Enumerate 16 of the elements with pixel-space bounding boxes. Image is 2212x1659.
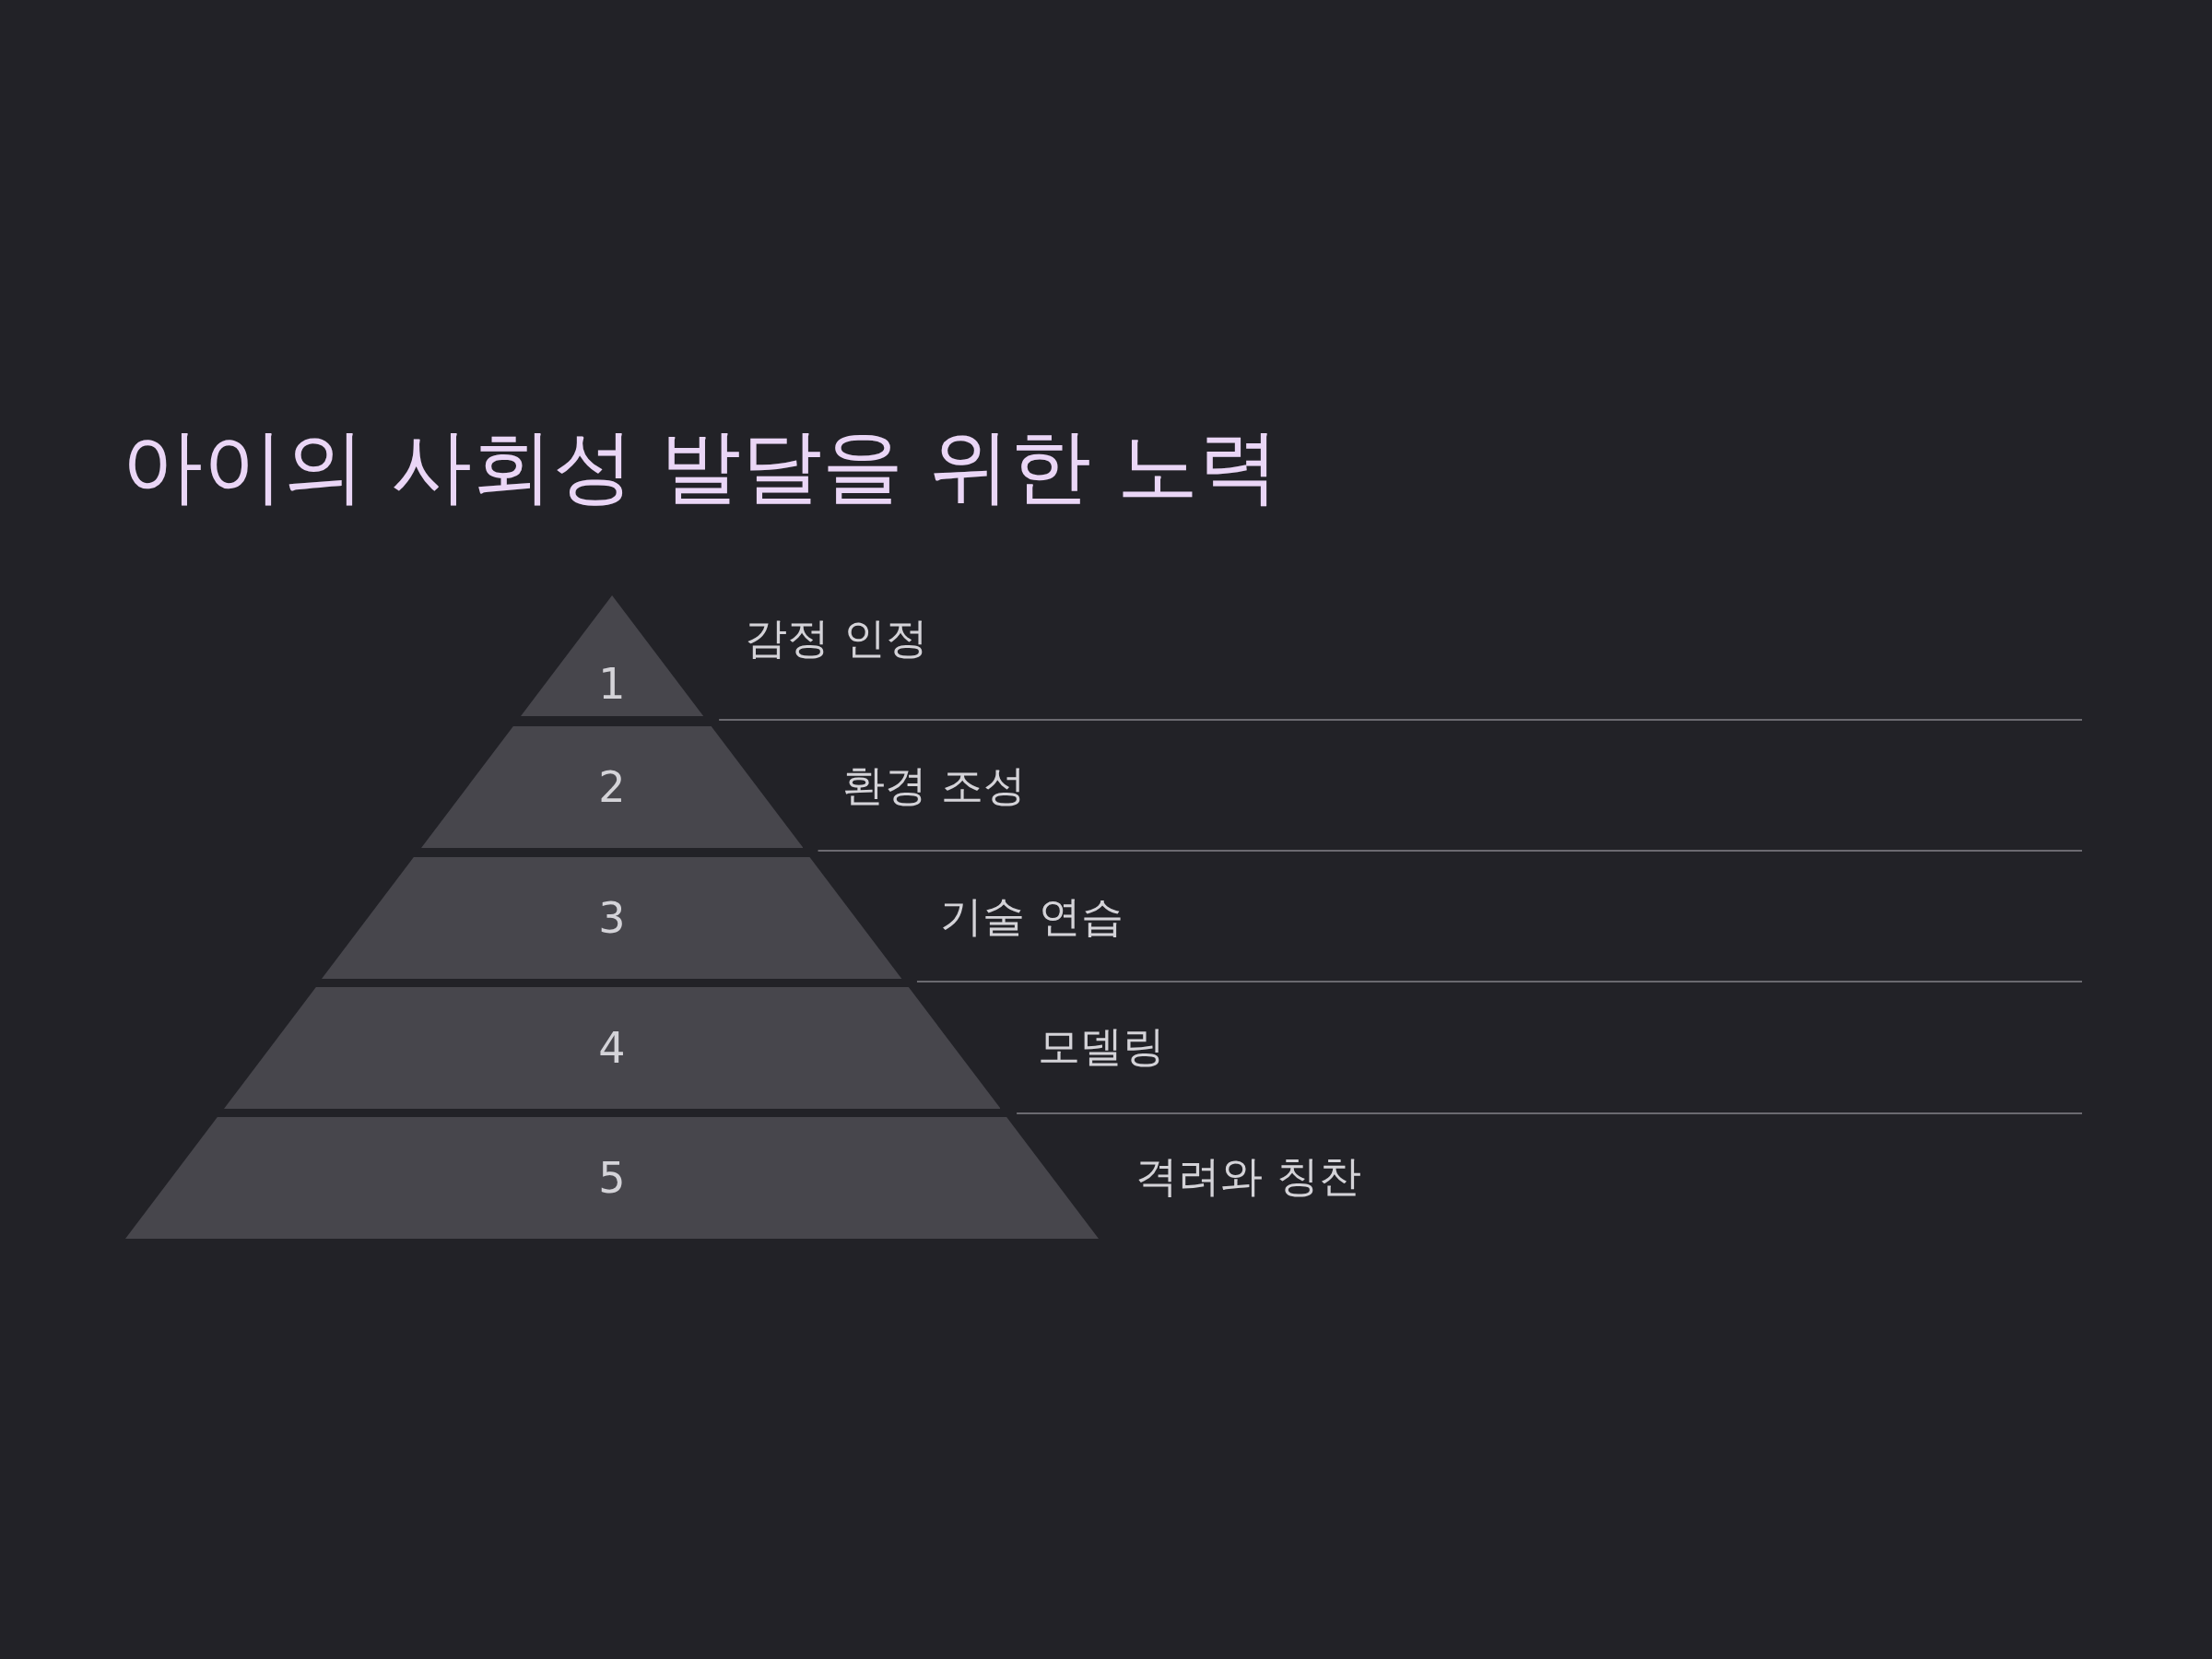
title: 아이의 사회성 발달을 위한 노력 (122, 426, 1279, 507)
pyramid-band (125, 1117, 1099, 1239)
level-number: 2 (598, 766, 626, 808)
level-number: 4 (598, 1027, 626, 1069)
level-label: 환경 조성 (842, 764, 1026, 806)
level-number: 5 (598, 1157, 626, 1199)
level-label: 기술 연습 (940, 895, 1124, 937)
pyramid-band (223, 987, 1001, 1109)
pyramid-top (520, 595, 704, 716)
level-number: 1 (598, 662, 626, 705)
level-number: 3 (598, 897, 626, 939)
level-label: 모델링 (1038, 1025, 1165, 1067)
level-label: 격려와 칭찬 (1135, 1155, 1361, 1197)
level-label: 감정 인정 (745, 616, 928, 659)
pyramid-band (420, 726, 804, 848)
pyramid-band (322, 857, 902, 979)
